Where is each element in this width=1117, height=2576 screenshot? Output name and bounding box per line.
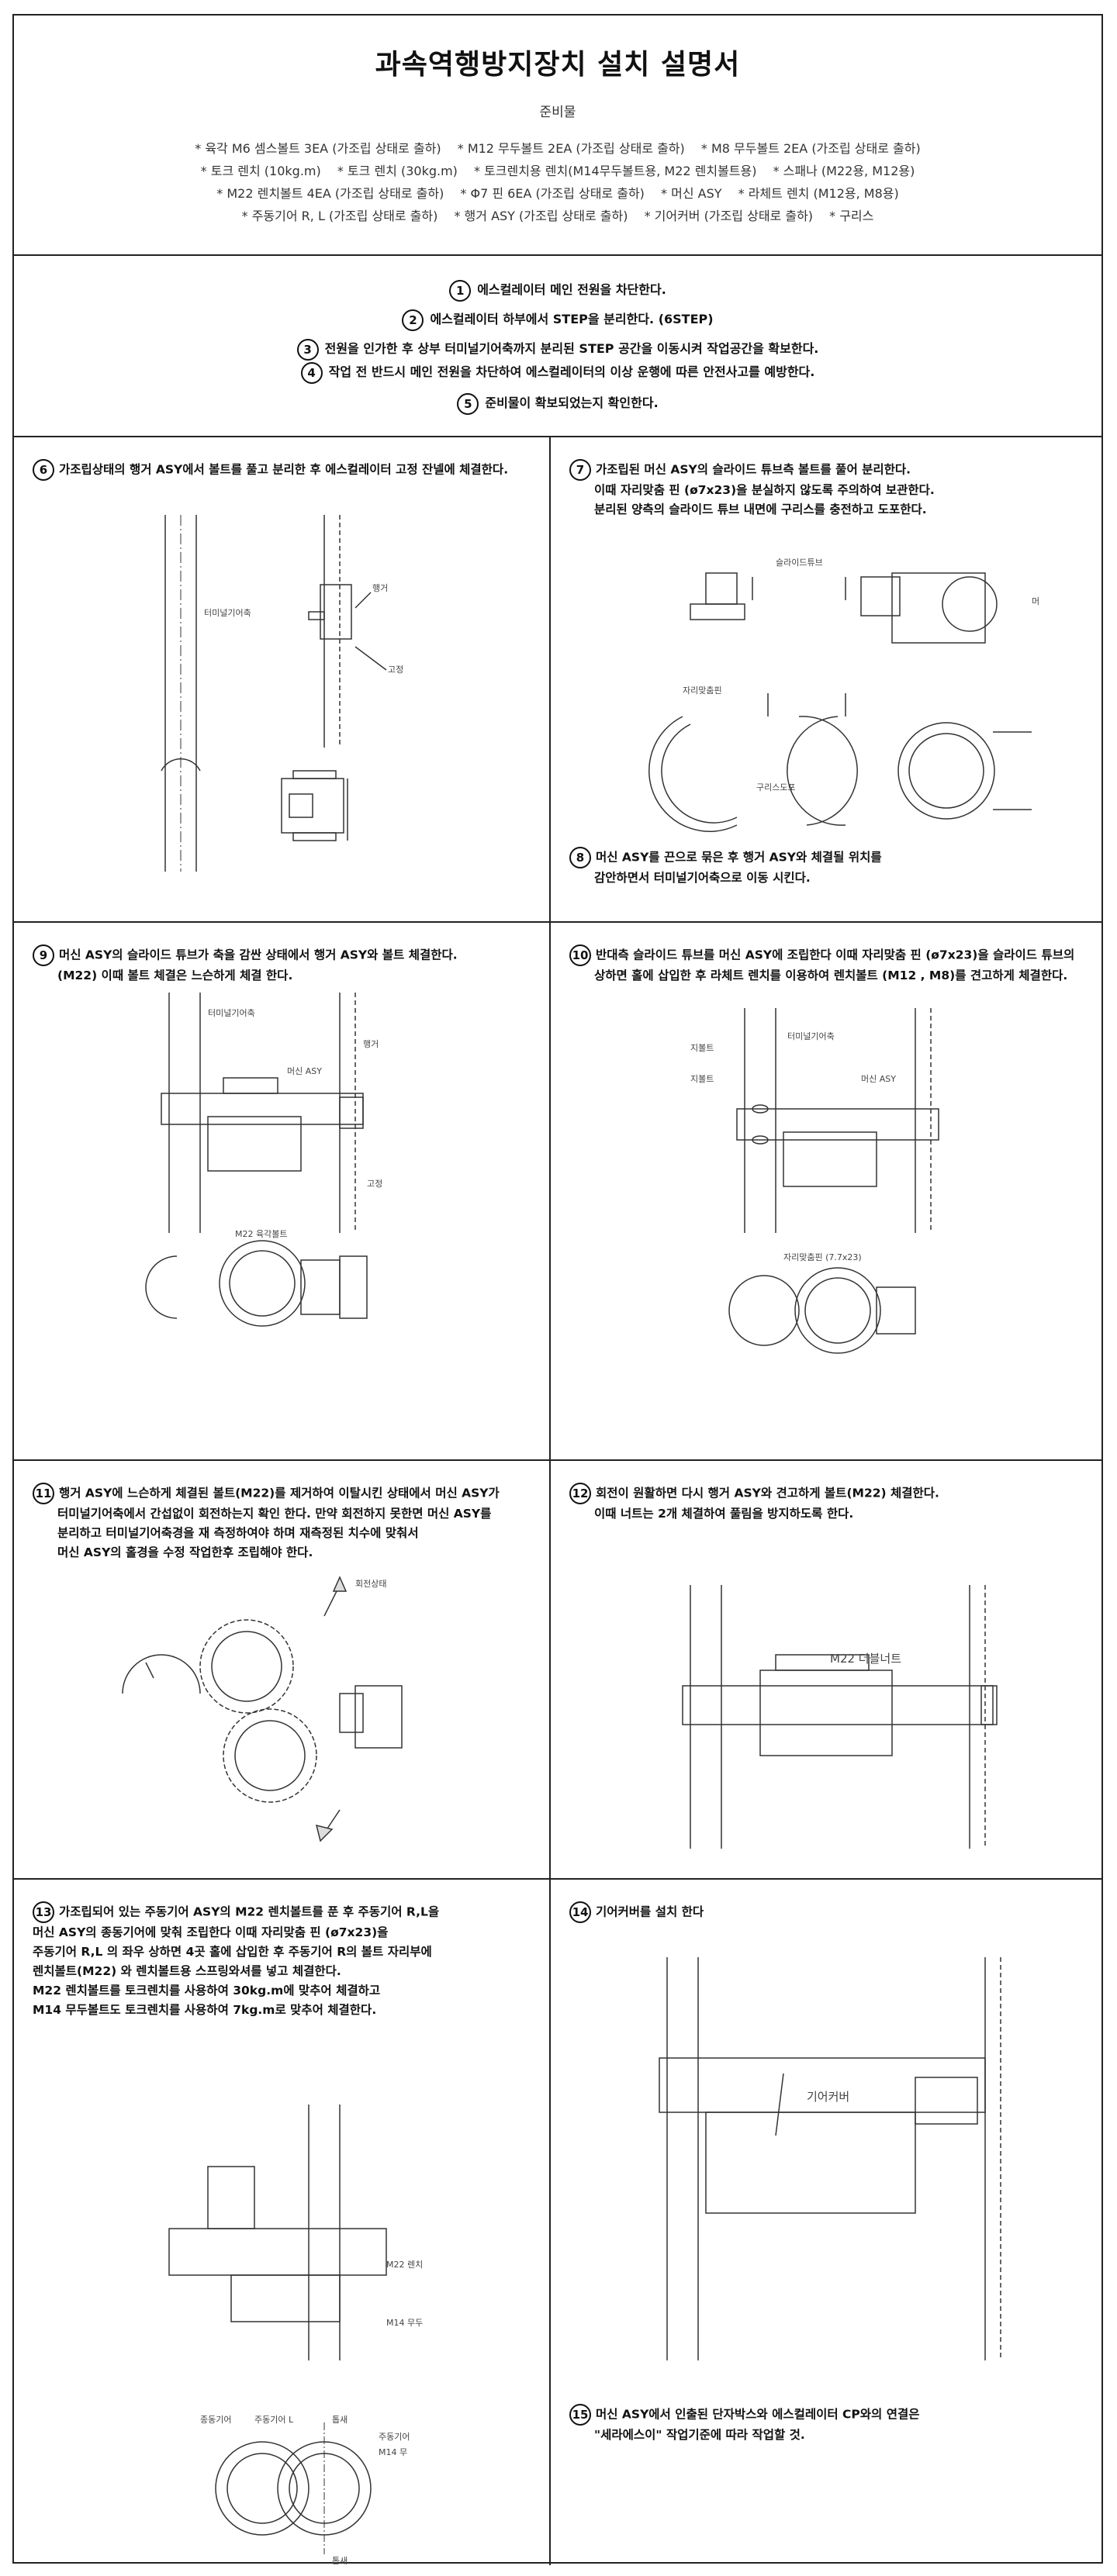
label-mo: 머 [1032,596,1039,606]
grid-divider [14,1459,1101,1461]
label-terminal-gear-shaft: 터미널기어축 [208,1008,255,1018]
label-rotation: 회전상태 [355,1579,386,1589]
label-top: 톱새 [332,2415,348,2425]
label-machine-asy: 머신 ASY [861,1074,896,1084]
step-11-diagram: 회전상태 [122,1576,403,1842]
grid-divider [549,436,551,2565]
label-m22-wrench: M22 렌치 [386,2260,423,2270]
label-drive-gear-r: 주동기어 [379,2432,410,2442]
header: 과속역행방지장치 설치 설명서 준비물 * 육각 M6 셈스볼트 3EA (가조… [14,16,1101,256]
preparation-steps: 1 에스컬레이터 메인 전원을 차단한다. 2 에스컬레이터 하부에서 STEP을 … [14,256,1101,437]
label-grease: 구리스도포 [756,782,796,792]
label-terminal-gear-shaft: 터미널기어축 [787,1031,835,1041]
step-6-diagram: 터미널기어축 행거 고정 [161,515,403,872]
label-hanger: 행거 [363,1039,379,1049]
material-item: * 토크렌치용 렌치(M14무두볼트용, M22 렌치볼트용) [474,164,757,178]
label-pin-size: 자리맞춤핀 (7.7x23) [783,1252,862,1262]
step-number: 3 [296,338,319,361]
label-machine-asy: 머신 ASY [287,1066,322,1076]
label-m22-double-nut: M22 더블너트 [830,1652,901,1666]
step-number: 5 [457,392,479,415]
material-item: * 기어커버 (가조립 상태로 출하) [644,209,814,223]
label-m22-bolt: M22 육각볼트 [235,1229,287,1239]
label-alignment-pin: 자리맞춤핀 [683,685,722,696]
material-item: * M22 렌치볼트 4EA (가조립 상태로 출하) [216,186,444,201]
label-driven-gear: 종동기어 [200,2415,231,2425]
label-hanger: 행거 [372,583,388,593]
step-13-diagram: M22 렌치 M14 무두 종동기어 주동기어 L 톱새 주동기어 M14 무 … [168,2105,423,2566]
step-9-diagram: 터미널기어축 행거 머신 ASY 고정 M22 육각볼트 [145,993,382,1327]
materials-heading: 준비물 [539,105,576,120]
step-3: 3 전원을 인가한 후 상부 터미널기어축까지 분리된 STEP 공간을 이동시켜… [14,338,1101,361]
step-10-diagram: 지볼트 지볼트 터미널기어축 머신 ASY 자리맞춤핀 (7.7x23) [690,1008,939,1354]
material-item: * 행거 ASY (가조립 상태로 출하) [454,209,628,223]
material-item: * 라체트 렌치 (M12용, M8용) [738,186,899,201]
step-text: 작업 전 반드시 메인 전원을 차단하여 에스컬레이터의 이상 운행에 따른 안… [328,364,815,379]
step-5: 5 준비물이 확보되었는지 확인한다. [14,392,1101,415]
label-ji-bolt: 지볼트 [690,1043,714,1053]
step-7-diagram: 슬라이드튜브 머 자리맞춤핀 구리스도포 [648,558,1039,833]
material-item: * 육각 M6 셈스볼트 3EA (가조립 상태로 출하) [195,141,441,156]
label-fixed: 고정 [388,665,403,675]
step-1: 1 에스컬레이터 메인 전원을 차단한다. [14,279,1101,302]
material-item: * Φ7 핀 6EA (가조립 상태로 출하) [460,186,645,201]
label-top-2: 톱새 [332,2556,348,2566]
grid-divider [14,1878,1101,1880]
material-item: * 토크 렌치 (10kg.m) [200,164,321,178]
label-m14: M14 무두 [386,2318,423,2328]
step-number: 1 [449,279,472,302]
step-14-diagram: 기어커버 [659,1957,1001,2360]
material-item: * 구리스 [829,209,874,223]
material-item: * M8 무두볼트 2EA (가조립 상태로 출하) [700,141,921,156]
material-item: * 머신 ASY [661,186,722,201]
label-terminal-gear-shaft: 터미널기어축 [204,608,251,618]
label-slide-tube: 슬라이드튜브 [776,558,823,568]
material-item: * 주동기어 R, L (가조립 상태로 출하) [241,209,438,223]
label-gear-cover: 기어커버 [807,2090,849,2104]
material-item: * 스패나 (M22용, M12용) [773,164,915,178]
step-4: 4 작업 전 반드시 메인 전원을 차단하여 에스컬레이터의 이상 운행에 따른 … [14,361,1101,384]
grid-divider [14,921,1101,923]
step-2: 2 에스컬레이터 하부에서 STEP을 분리한다. (6STEP) [14,309,1101,331]
step-text: 에스컬레이터 메인 전원을 차단한다. [477,282,666,297]
step-text: 준비물이 확보되었는지 확인한다. [485,395,659,410]
step-number: 2 [402,309,424,331]
material-item: * 토크 렌치 (30kg.m) [337,164,458,178]
step-text: 전원을 인가한 후 상부 터미널기어축까지 분리된 STEP 공간을 이동시켜 … [324,341,819,356]
material-item: * M12 무두볼트 2EA (가조립 상태로 출하) [457,141,685,156]
step-number: 4 [300,361,323,384]
label-ji-bolt-2: 지볼트 [690,1074,714,1084]
label-fixed: 고정 [367,1179,382,1189]
page-title: 과속역행방지장치 설치 설명서 [375,49,741,81]
materials-list: * 육각 M6 셈스볼트 3EA (가조립 상태로 출하) * M12 무두볼트… [147,137,969,227]
step-text: 에스컬레이터 하부에서 STEP을 분리한다. (6STEP) [430,312,714,326]
label-drive-gear-l: 주동기어 L [254,2415,294,2425]
step-12-diagram: M22 더블너트 [682,1585,998,1849]
instruction-sheet: 과속역행방지장치 설치 설명서 준비물 * 육각 M6 셈스볼트 3EA (가조… [12,14,1103,2566]
label-m14-2: M14 무 [379,2447,407,2457]
